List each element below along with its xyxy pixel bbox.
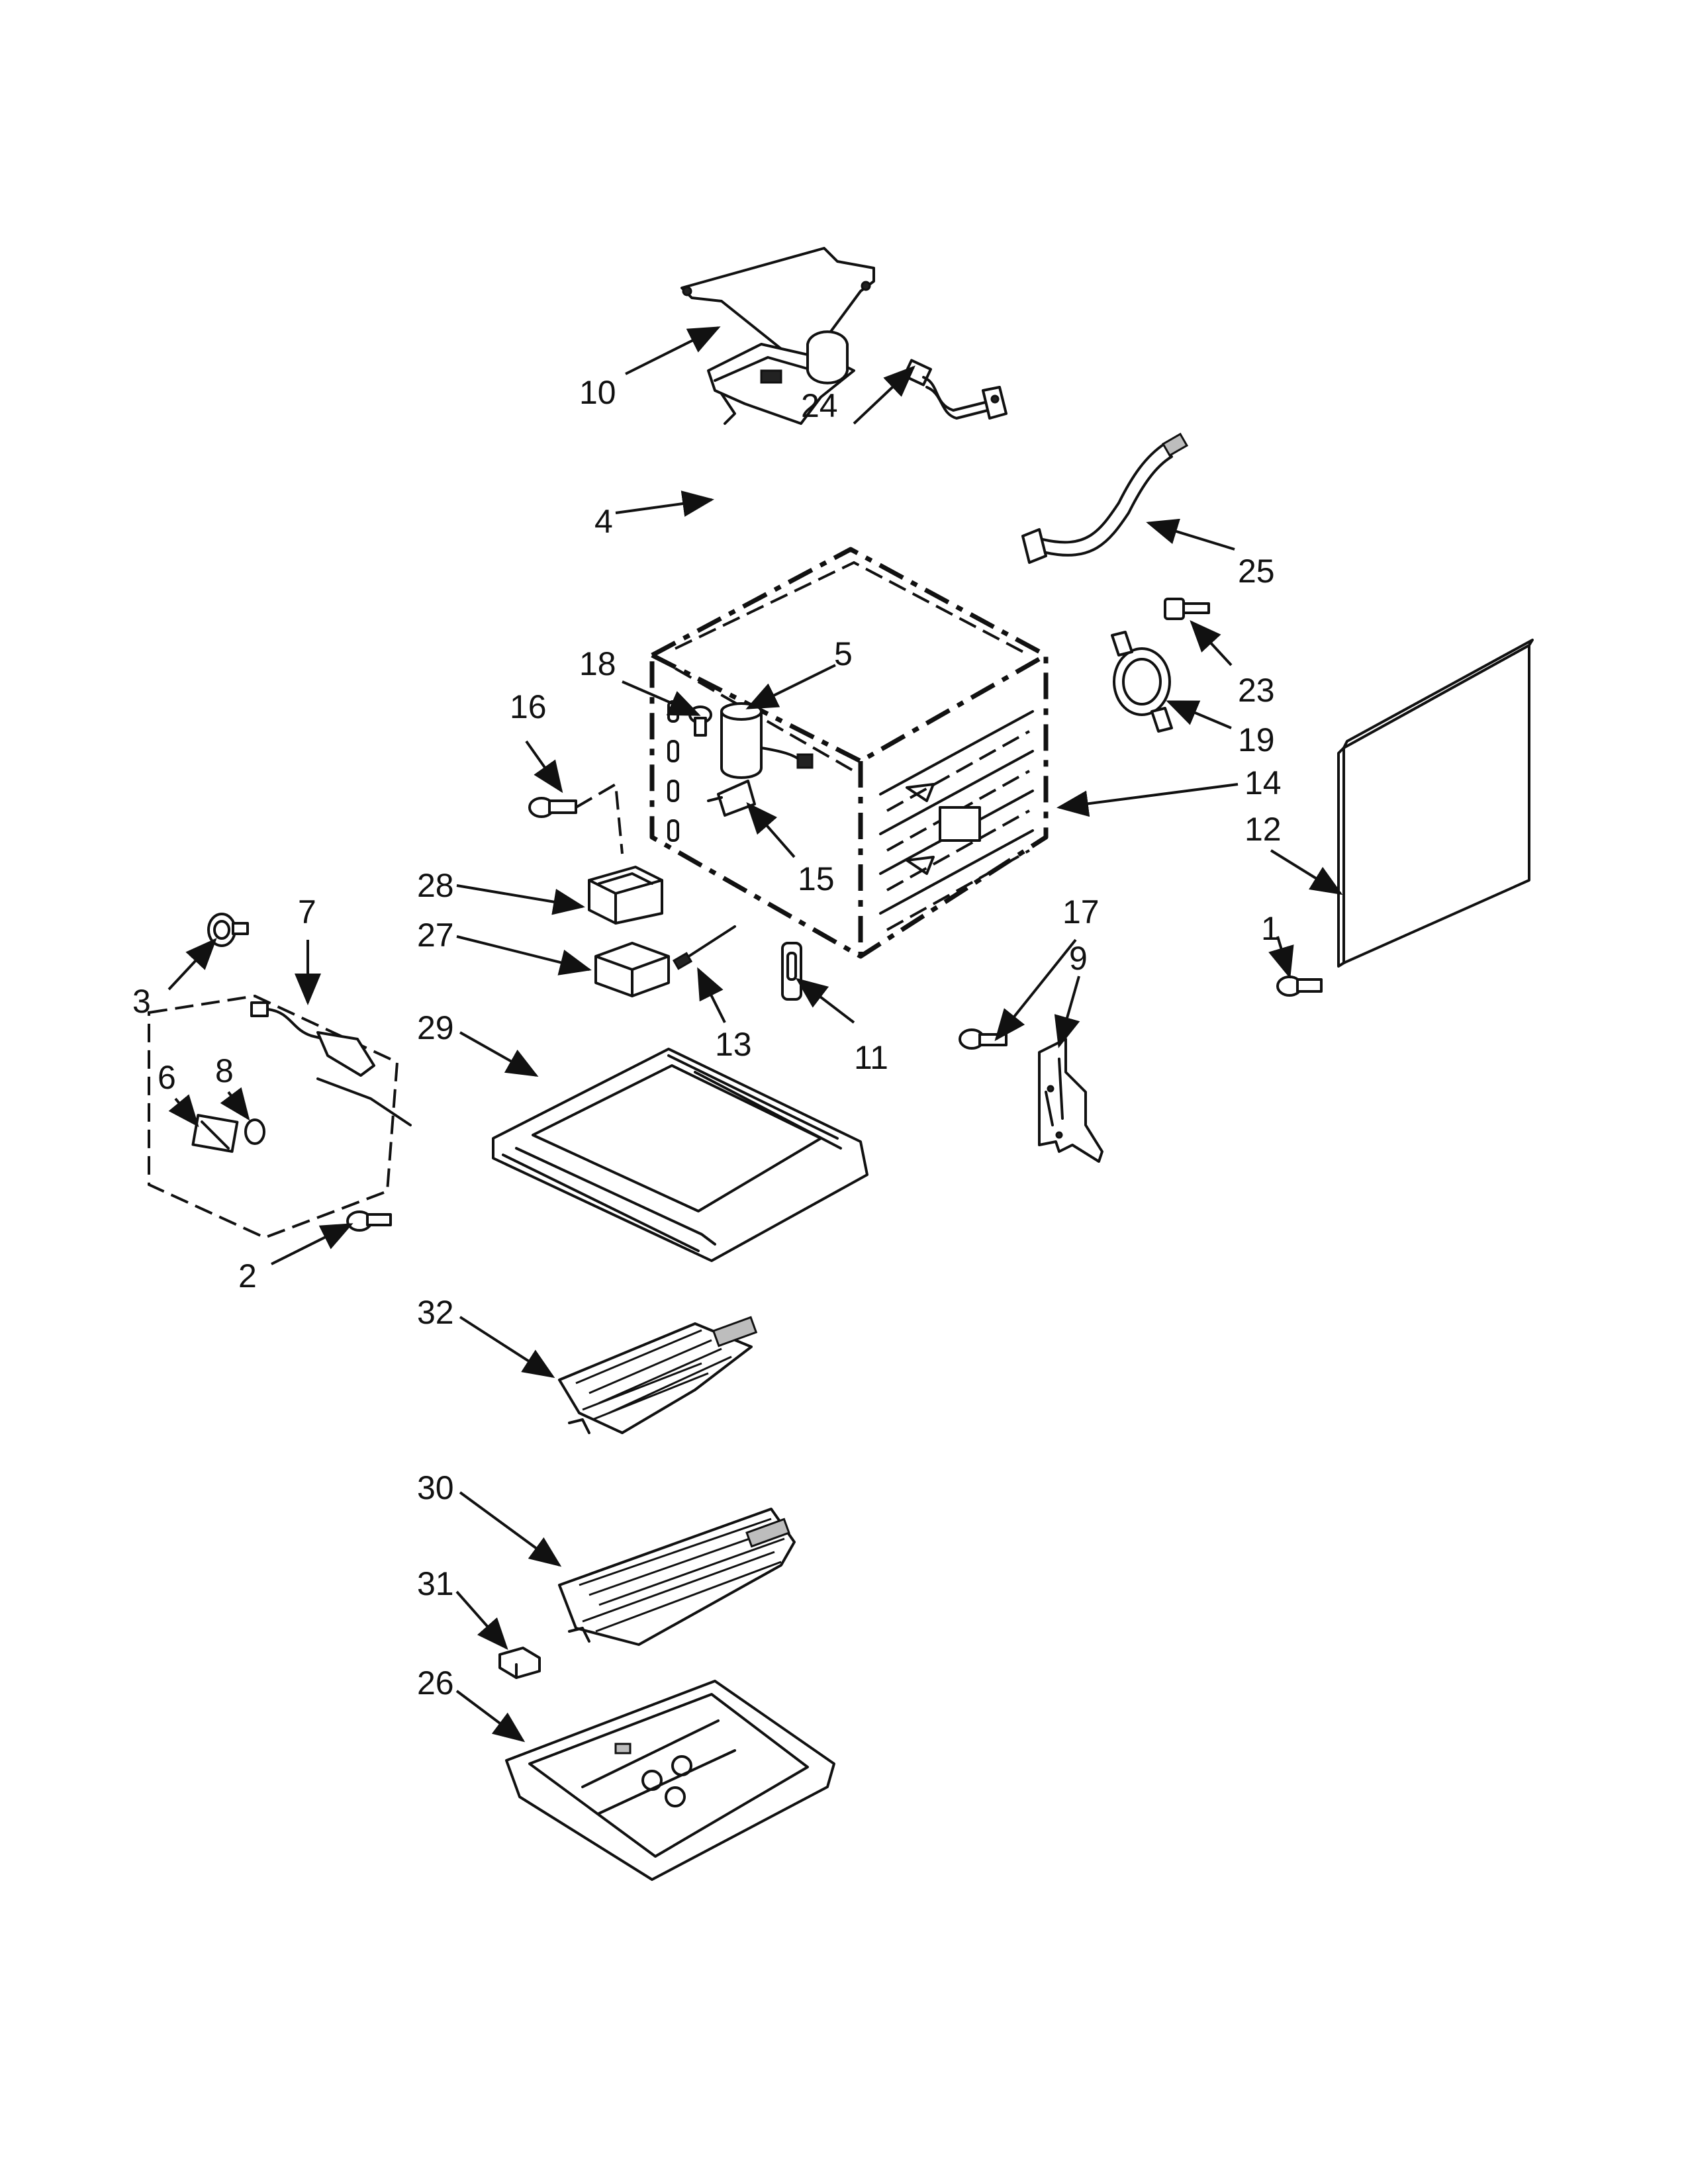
callout-30: 30 xyxy=(417,1469,454,1506)
callout-1: 1 xyxy=(1261,910,1280,947)
bottom-pan xyxy=(505,1680,835,1881)
callout-6: 6 xyxy=(158,1059,176,1096)
callout-11: 11 xyxy=(854,1039,888,1076)
callout-3: 3 xyxy=(132,983,151,1020)
callout-26: 26 xyxy=(417,1664,454,1702)
bracket-15 xyxy=(707,780,756,817)
element-bracket xyxy=(498,1647,541,1679)
callout-7: 7 xyxy=(298,893,316,931)
callout-18: 18 xyxy=(579,645,616,682)
callout-8: 8 xyxy=(215,1052,234,1089)
callout-5: 5 xyxy=(834,635,853,672)
callout-31: 31 xyxy=(417,1565,454,1602)
leader-lines xyxy=(167,326,1343,1743)
callout-2: 2 xyxy=(238,1257,257,1295)
clip-11 xyxy=(781,942,802,1001)
callout-24: 24 xyxy=(801,387,838,424)
screw-23 xyxy=(1164,598,1210,620)
oven-light-housing xyxy=(720,702,814,779)
callout-32: 32 xyxy=(417,1294,454,1331)
callout-16: 16 xyxy=(510,688,547,725)
door-latch-assembly xyxy=(707,330,855,425)
insulation-box-28 xyxy=(588,866,663,925)
side-slots xyxy=(667,700,679,842)
insulation-block-27 xyxy=(594,942,670,997)
callout-10: 10 xyxy=(579,374,616,411)
callout-25: 25 xyxy=(1238,553,1275,590)
bake-element xyxy=(558,1508,796,1646)
callout-19: 19 xyxy=(1238,721,1275,758)
callout-15: 15 xyxy=(798,860,835,897)
callout-labels: 10 24 4 25 23 19 5 18 16 14 12 15 28 27 … xyxy=(132,374,1282,1702)
callout-4: 4 xyxy=(594,503,613,540)
callout-9: 9 xyxy=(1069,940,1088,977)
knob-3 xyxy=(207,913,249,947)
callout-23: 23 xyxy=(1238,672,1275,709)
callout-14: 14 xyxy=(1244,764,1282,801)
light-assembly xyxy=(148,994,412,1240)
callout-29: 29 xyxy=(417,1009,454,1046)
callout-27: 27 xyxy=(417,917,454,954)
broil-element xyxy=(558,1316,758,1434)
thermostat-disc xyxy=(1111,631,1173,733)
callout-12: 12 xyxy=(1244,811,1282,848)
gas-tube-long xyxy=(1021,432,1189,564)
side-panel xyxy=(1337,639,1534,968)
oven-cavity xyxy=(649,547,1049,959)
screw-1 xyxy=(1276,976,1323,997)
callout-28: 28 xyxy=(417,867,454,904)
probe-13 xyxy=(672,925,736,970)
screw-2 xyxy=(346,1210,392,1232)
gas-tube-short xyxy=(903,359,1008,420)
callout-17: 17 xyxy=(1062,893,1100,931)
screw-16 xyxy=(528,782,624,854)
callout-13: 13 xyxy=(715,1026,752,1063)
rack-rails xyxy=(879,710,1034,931)
bake-tray xyxy=(492,1048,868,1262)
screw-17 xyxy=(959,1028,1008,1050)
mounting-bracket-9 xyxy=(1038,1038,1103,1163)
